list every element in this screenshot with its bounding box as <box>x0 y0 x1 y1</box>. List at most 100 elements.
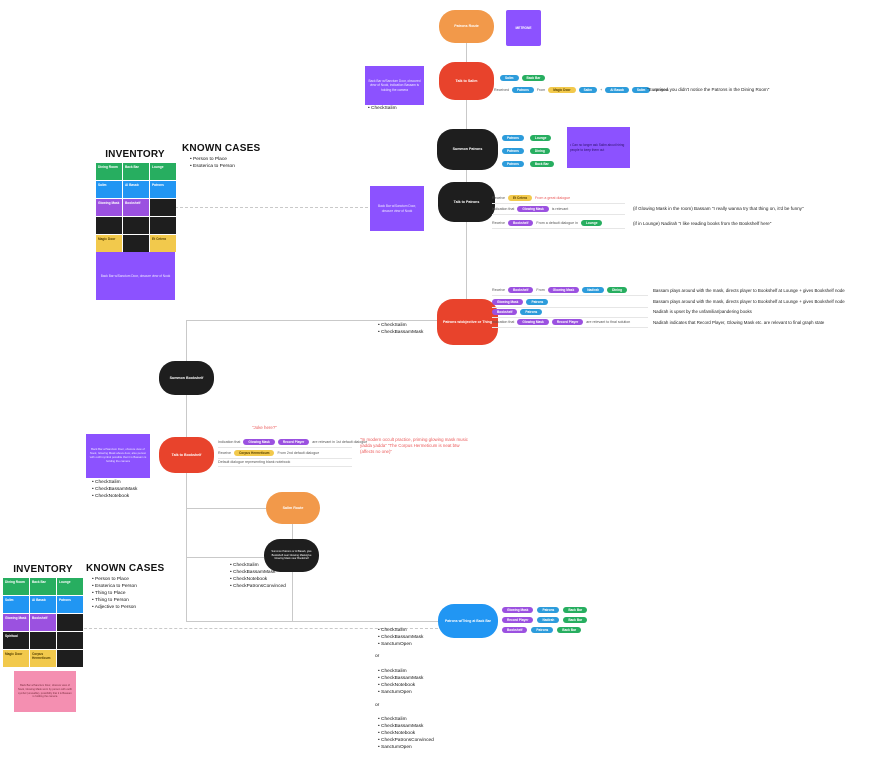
note-camera-3[interactable]: Back Bar w/Sanctum Door, obscure view of… <box>96 252 175 300</box>
check-list-bookshelf[interactable]: CheckSalim CheckBassamMask CheckNotebook <box>92 479 137 500</box>
note-camera-1[interactable]: Back Bar w/Sanctum Door, obscured view o… <box>365 66 424 105</box>
node-patrons-objective[interactable]: Patrons w/objective or Thing <box>437 299 498 345</box>
node-label: Patrons Route <box>454 24 479 29</box>
row-label: + <box>600 88 603 93</box>
note-camera-4[interactable]: Back Bar w/Sanctum Door, obscure view of… <box>86 434 150 478</box>
note-text: Back Bar w/Sanctum Door, obscure view of… <box>89 447 147 463</box>
pill-row-summon-3[interactable]: Patrons Back Bar <box>502 161 554 168</box>
pill-row-salim-received[interactable]: Received Patrons From Magic Door Salim +… <box>494 87 669 94</box>
connector-line <box>186 508 266 509</box>
inventory-cell: Patrons <box>57 596 83 613</box>
inventory-cell: Back Bar <box>30 578 56 595</box>
known-cases-list-top[interactable]: Person to Place Esoterica to Person <box>190 156 235 170</box>
inventory-title-bottom[interactable]: INVENTORY <box>13 564 73 575</box>
check-group-1[interactable]: CheckSalim CheckBassamMask SanctumOpen <box>378 627 423 648</box>
check-group-3[interactable]: CheckSalim CheckBassamMask CheckNotebook… <box>378 716 434 751</box>
known-cases-title-bottom[interactable]: KNOWN CASES <box>86 563 165 574</box>
node-talk-bookshelf[interactable]: Talk to Bookshelf <box>159 437 214 473</box>
row-label: From <box>536 88 546 93</box>
row-label: are relevant in 1st default dialogue <box>312 440 368 445</box>
pill-row-backbar-2[interactable]: Record Player Nadirah Back Bar <box>502 617 588 624</box>
inventory-grid-top[interactable]: Dining Room Back Bar Lounge Salim Al Bas… <box>96 163 176 252</box>
pill-salim: Salim <box>631 87 651 94</box>
pill-row-backbar-1[interactable]: Glowing Mask Patrons Back Bar <box>502 607 588 614</box>
node-label: Salim Route <box>282 505 304 510</box>
pill-bookshelf: Bookshelf <box>492 309 518 316</box>
node-label: Patrons w/objective or Thing <box>442 319 493 324</box>
connector-line <box>466 222 467 299</box>
annotation-occult[interactable]: "In modern occult practice, priming glow… <box>360 437 468 454</box>
connector-line <box>186 320 437 321</box>
pill-row-summon-1[interactable]: Patrons Lounge <box>502 135 552 142</box>
inventory-cell <box>96 217 122 234</box>
row-objective-bookshelf[interactable]: Bookshelf Patrons <box>492 309 648 319</box>
inventory-grid-bottom[interactable]: Dining Room Back Bar Lounge Salim Al Bas… <box>3 578 83 667</box>
row-objective-mask[interactable]: Glowing Mask Patrons <box>492 299 648 309</box>
check-item: CheckSalim <box>378 322 423 329</box>
pill-nadirah: Nadirah <box>537 617 560 624</box>
known-cases-title-top[interactable]: KNOWN CASES <box>182 143 261 154</box>
check-list-talk-salim[interactable]: CheckSalim <box>368 105 397 112</box>
annotation-mask-room[interactable]: (if Glowing Mask in the room) Bassam "I … <box>633 206 804 211</box>
inventory-cell: Salim <box>3 596 29 613</box>
note-salim-lockout[interactable]: • Can no longer ask Salim about hiring p… <box>567 127 630 168</box>
annotation-nadirah-1[interactable]: Nadirah is upset by the unfamiliar/pande… <box>653 309 752 314</box>
case-item: Adjective to Person <box>92 604 137 611</box>
pill-back-bar: Back Bar <box>529 161 554 168</box>
check-list-objective[interactable]: CheckSalim CheckBassamMask <box>378 322 423 336</box>
row-bookshelf-indication[interactable]: Indication that Glowing Mask Record Play… <box>218 439 367 449</box>
node-talk-salim[interactable]: Talk to Salim <box>439 62 494 100</box>
pill-row-salim-pair[interactable]: Salim Back Bar <box>500 75 546 82</box>
annotation-bassam-2[interactable]: Bassam plays around with the mask, direc… <box>653 299 845 304</box>
inventory-cell: Corpus Hermeticum <box>30 650 56 667</box>
annotation-nadirah-2[interactable]: Nadirah indicates that Record Player, Gl… <box>653 320 825 325</box>
row-label: Received <box>494 88 509 93</box>
node-summon-patrons[interactable]: Summon Patrons <box>437 129 498 170</box>
case-item: Esoterica to Person <box>190 163 235 170</box>
note-text: Back Bar w/Sanctum Door, obscure view of… <box>377 204 417 213</box>
node-patrons-route[interactable]: Patrons Route <box>439 10 494 43</box>
inventory-cell: Bookshelf <box>30 614 56 631</box>
row-label: dialogues <box>653 88 669 93</box>
pill-row-backbar-3[interactable]: Bookshelf Patrons Back Bar <box>502 627 582 634</box>
row-label: From 2nd default dialogue <box>277 451 320 456</box>
pill-row-summon-2[interactable]: Patrons Dining <box>502 148 550 155</box>
inventory-title-top[interactable]: INVENTORY <box>105 149 165 160</box>
annotation-joke[interactable]: "Joke here?" <box>252 425 277 430</box>
row-objective-receive[interactable]: Receive Bookshelf From Glowing Mask Nadi… <box>492 287 648 297</box>
note-text: Back Bar w/Sanctum Door, obscured view o… <box>368 78 421 92</box>
note-camera-5[interactable]: Back Bar w/Sanctum Door, obscure view of… <box>14 671 76 712</box>
inventory-cell <box>57 650 83 667</box>
row-label-red: From a great dialogue <box>534 196 571 201</box>
row-indication-mask[interactable]: Indication that Glowing Mask is relevant <box>492 206 625 216</box>
pill-record-player: Record Player <box>502 617 534 624</box>
inventory-cell: Spiritual <box>3 632 29 649</box>
annotation-surprised[interactable]: "Surprised you didn't notice the Patrons… <box>647 87 770 92</box>
connector-line <box>186 557 264 558</box>
node-talk-patrons[interactable]: Talk to Patrons <box>438 182 495 222</box>
annotation-bassam-1[interactable]: Bassam plays around with the mask, direc… <box>653 288 845 293</box>
row-receive-etcetera[interactable]: Receive Et Cetera From a great dialogue <box>492 195 625 205</box>
annotation-lounge[interactable]: (if in Lounge) Nadirah "I like reading b… <box>633 221 772 226</box>
row-receive-bookshelf[interactable]: Receive Bookshelf From a default dialogu… <box>492 220 625 230</box>
row-objective-indication[interactable]: Indication that Glowing Mask Record Play… <box>492 319 648 329</box>
row-bookshelf-receive[interactable]: Receive Corpus Hermeticum From 2nd defau… <box>218 450 352 460</box>
note-text: Back Bar w/Sanctum Door, obscure view of… <box>18 684 72 699</box>
note-metrone[interactable]: METRONE <box>506 10 541 46</box>
node-patrons-backbar[interactable]: Patrons w/Thing at Back Bar <box>438 604 498 638</box>
pill-back-bar: Back Bar <box>521 75 546 82</box>
check-group-2[interactable]: CheckSalim CheckBassamMask CheckNotebook… <box>378 668 423 696</box>
inventory-cell: Back Bar <box>123 163 149 180</box>
row-label: From <box>536 288 545 293</box>
row-label: Receive <box>492 288 505 293</box>
inventory-cell: Salim <box>96 181 122 198</box>
node-summon-bookshelf[interactable]: Summon Bookshelf <box>159 361 214 395</box>
node-salim-route[interactable]: Salim Route <box>266 492 320 524</box>
check-list-salim-route[interactable]: CheckSalim CheckBassamMask CheckNotebook… <box>230 562 286 590</box>
known-cases-list-bottom[interactable]: Person to Place Esoterica to Person Thin… <box>92 576 137 611</box>
inventory-cell: Lounge <box>150 163 176 180</box>
row-bookshelf-default[interactable]: Default dialogue representing blank note… <box>218 460 352 467</box>
connector-line <box>292 572 293 621</box>
note-camera-2[interactable]: Back Bar w/Sanctum Door, obscure view of… <box>370 186 424 231</box>
